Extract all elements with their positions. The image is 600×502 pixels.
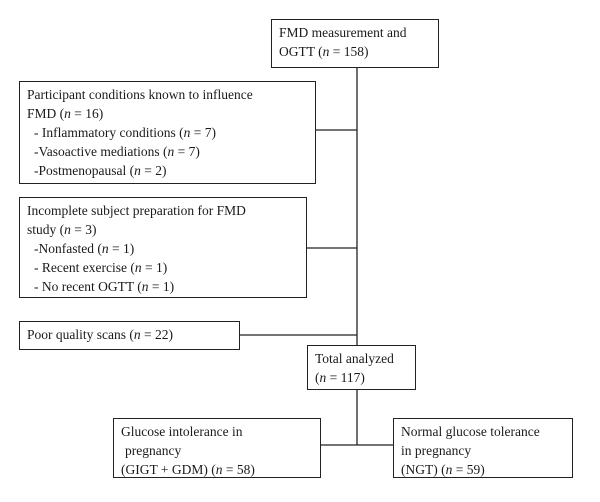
box-line: (n = 117) xyxy=(315,370,365,385)
list-item: -Postmenopausal (n = 2) xyxy=(34,163,167,178)
normal-glucose-box: Normal glucose tolerance in pregnancy (N… xyxy=(393,418,573,478)
box-title: Total analyzed xyxy=(315,351,394,366)
list-item: -Vasoactive mediations (n = 7) xyxy=(34,144,200,159)
box-line: Poor quality scans (n = 22) xyxy=(27,327,173,342)
box-line: OGTT (n = 158) xyxy=(279,44,369,59)
list-item: - No recent OGTT (n = 1) xyxy=(34,279,175,294)
list-item: - Recent exercise (n = 1) xyxy=(34,260,168,275)
box-line: FMD (n = 16) xyxy=(27,106,104,121)
conditions-box: Participant conditions known to influenc… xyxy=(19,81,316,184)
box-title: Normal glucose tolerance xyxy=(401,424,540,439)
total-analyzed-box: Total analyzed (n = 117) xyxy=(307,345,416,390)
list-item: -Nonfasted (n = 1) xyxy=(34,241,135,256)
box-line: FMD measurement and xyxy=(279,25,407,40)
box-line: pregnancy xyxy=(125,443,182,458)
box-title: Glucose intolerance in xyxy=(121,424,243,439)
prep-box: Incomplete subject preparation for FMD s… xyxy=(19,197,307,298)
list-item: - Inflammatory conditions (n = 7) xyxy=(34,125,216,140)
box-title: Participant conditions known to influenc… xyxy=(27,87,253,102)
box-line: (NGT) (n = 59) xyxy=(401,462,485,477)
box-title: Incomplete subject preparation for FMD xyxy=(27,203,246,218)
glucose-intolerance-box: Glucose intolerance in pregnancy (GIGT +… xyxy=(113,418,321,478)
box-line: (GIGT + GDM) (n = 58) xyxy=(121,462,255,477)
fmd-ogtt-box: FMD measurement and OGTT (n = 158) xyxy=(271,19,439,68)
box-line: in pregnancy xyxy=(401,443,472,458)
box-line: study (n = 3) xyxy=(27,222,97,237)
poor-scans-box: Poor quality scans (n = 22) xyxy=(19,321,240,350)
